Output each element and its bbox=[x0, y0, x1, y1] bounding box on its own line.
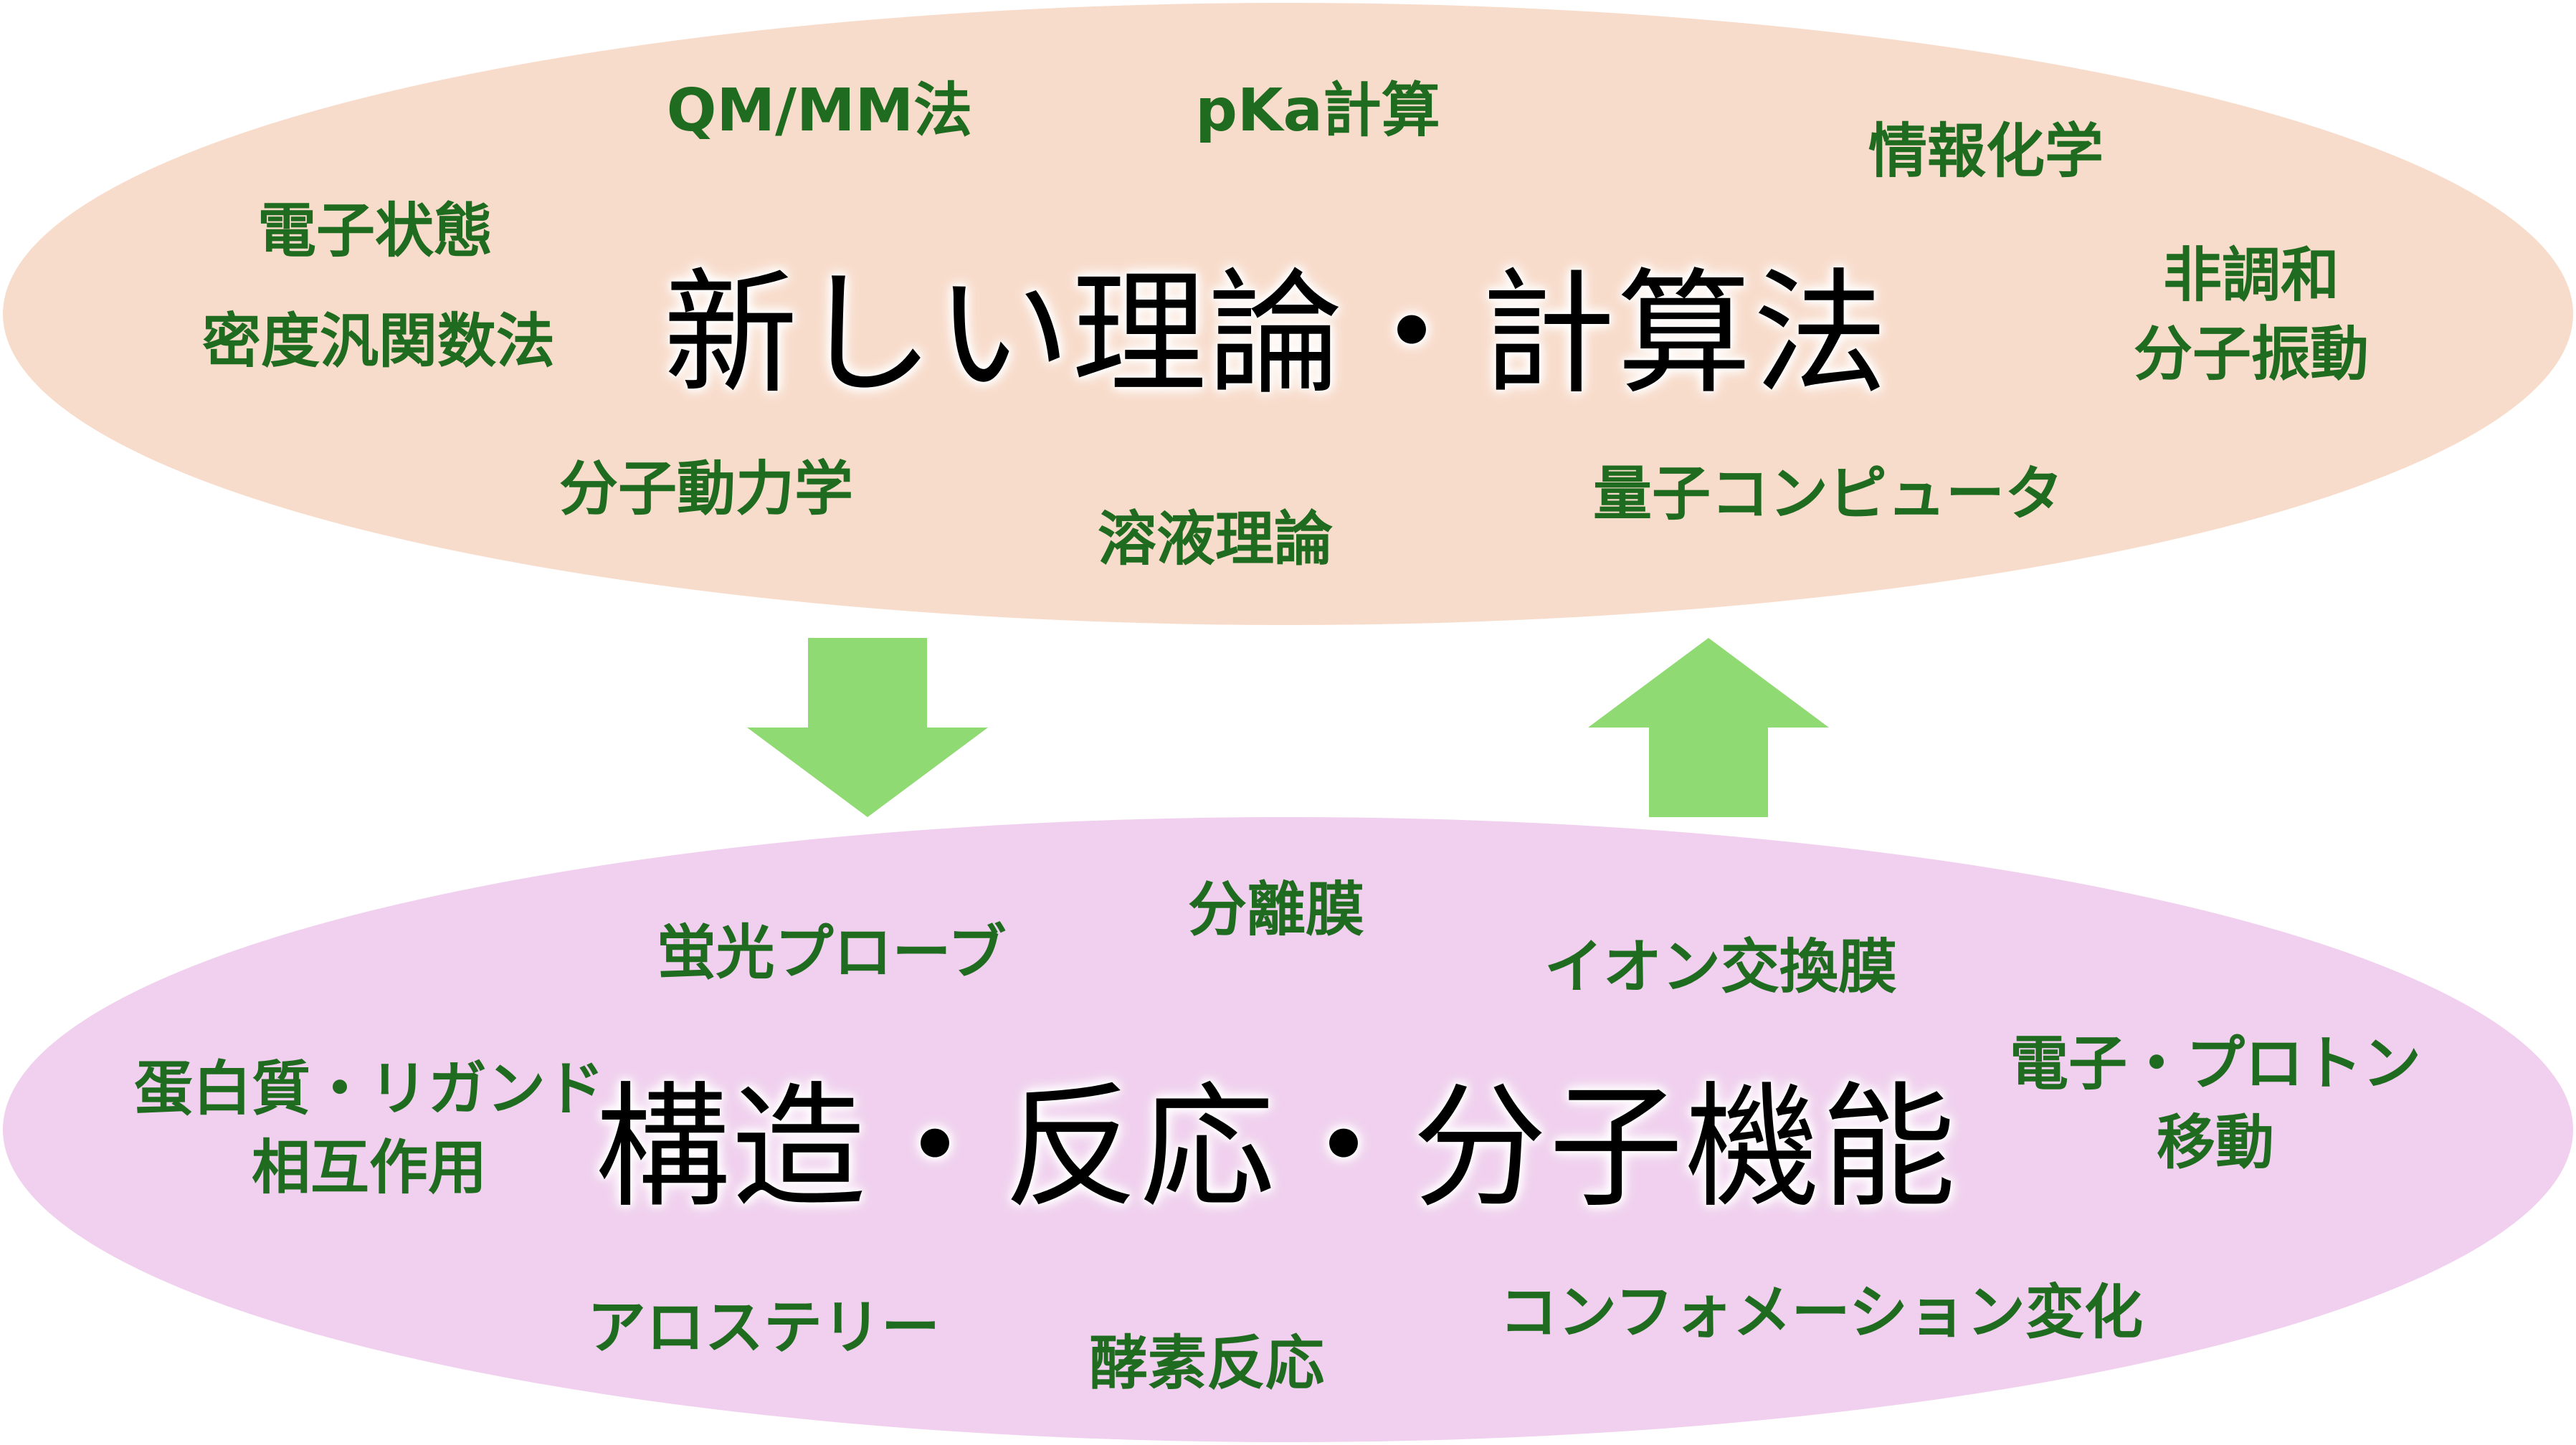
keyword-anharmonic-vibration: 非調和 分子振動 bbox=[2134, 237, 2369, 394]
keyword-anharmonic-line1: 非調和 bbox=[2162, 242, 2340, 310]
keyword-informatics: 情報化学 bbox=[1868, 118, 2104, 186]
keyword-separation-membrane: 分離膜 bbox=[1187, 876, 1365, 944]
keyword-electronic-state: 電子状態 bbox=[257, 197, 493, 265]
keyword-qmmm: QM/MM法 bbox=[666, 77, 973, 145]
keyword-quantum-computer: 量子コンピュータ bbox=[1592, 460, 2064, 528]
keyword-electron-proton-line1: 電子・プロトン bbox=[2009, 1030, 2422, 1098]
keyword-allostery: アロステリー bbox=[586, 1294, 941, 1362]
function-ellipse bbox=[3, 817, 2573, 1442]
keyword-enzyme-reaction: 酵素反応 bbox=[1088, 1330, 1325, 1398]
keyword-protein-ligand-line1: 蛋白質・リガンド bbox=[133, 1055, 605, 1123]
theory-title: 新しい理論・計算法 bbox=[663, 256, 1889, 413]
theory-ellipse bbox=[3, 3, 2573, 625]
arrow-down-icon bbox=[747, 638, 988, 817]
keyword-conformation-change: コンフォメーション変化 bbox=[1499, 1279, 2143, 1347]
function-title: 構造・反応・分子機能 bbox=[595, 1069, 1957, 1226]
arrow-up-icon bbox=[1588, 638, 1829, 817]
keyword-ion-exchange-membrane: イオン交換膜 bbox=[1544, 933, 1898, 1001]
keyword-protein-ligand: 蛋白質・リガンド 相互作用 bbox=[134, 1050, 604, 1208]
keyword-electron-proton-transfer: 電子・プロトン 移動 bbox=[2010, 1025, 2421, 1183]
keyword-solution-theory: 溶液理論 bbox=[1097, 505, 1334, 573]
keyword-md: 分子動力学 bbox=[559, 455, 854, 523]
keyword-anharmonic-line2: 分子振動 bbox=[2133, 320, 2370, 388]
keyword-pka: pKa計算 bbox=[1195, 77, 1440, 145]
keyword-protein-ligand-line2: 相互作用 bbox=[251, 1134, 488, 1202]
arrow-down-shape bbox=[747, 638, 988, 817]
arrow-up-shape bbox=[1588, 638, 1829, 817]
keyword-dft: 密度汎関数法 bbox=[201, 307, 556, 376]
keyword-electron-proton-line2: 移動 bbox=[2156, 1109, 2275, 1177]
keyword-fluorescent-probe: 蛍光プローブ bbox=[657, 919, 1007, 987]
